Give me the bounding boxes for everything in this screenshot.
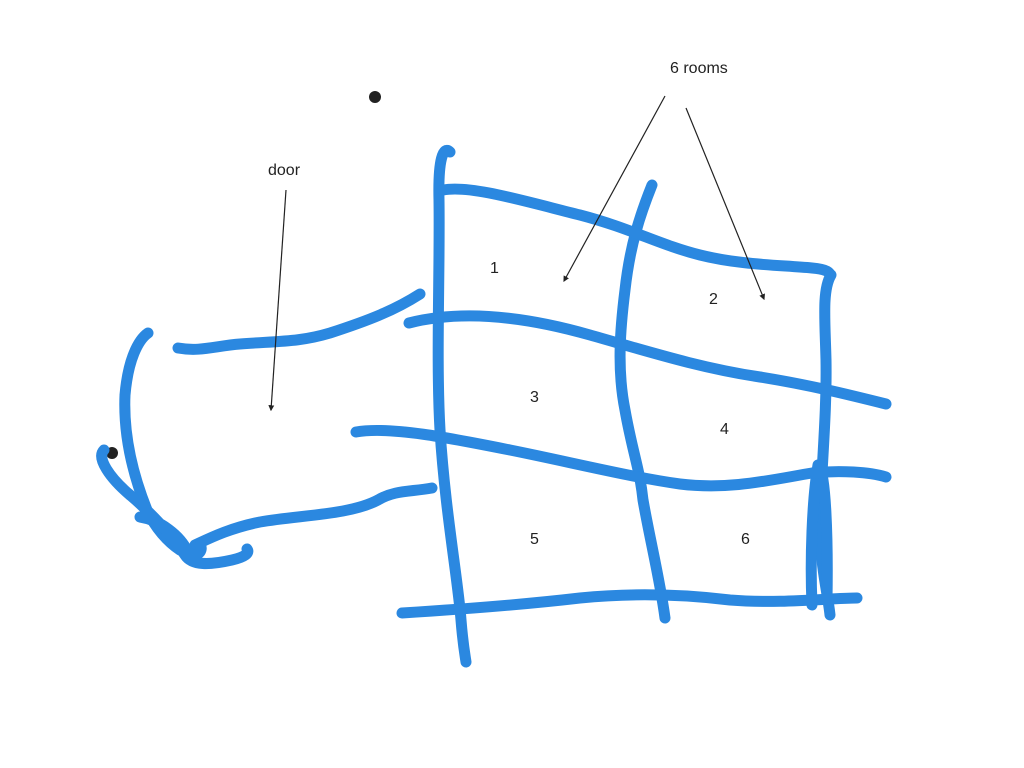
- room-label-2: 2: [709, 291, 718, 308]
- room-label-6: 6: [741, 531, 750, 548]
- middle-wall: [614, 179, 671, 624]
- room-label-1: 1: [490, 260, 499, 277]
- left-wall: [432, 144, 472, 668]
- room-label-4: 4: [720, 421, 729, 438]
- room-label-5: 5: [530, 531, 539, 548]
- top-wall: [437, 183, 836, 281]
- door-corridor-bottom: [189, 482, 438, 551]
- door-hinge-scribble: [96, 444, 254, 570]
- rooms-annotation: 6 rooms: [670, 60, 728, 77]
- bottom-wall: [396, 589, 863, 619]
- blue-strokes: [96, 144, 892, 668]
- row-divider-2: [350, 424, 892, 492]
- room-label-3: 3: [530, 389, 539, 406]
- ink-dot: [369, 91, 381, 103]
- row-divider-1: [403, 310, 892, 410]
- door-annotation: door: [268, 162, 301, 179]
- annotation-arrows: [268, 95, 765, 412]
- rooms-arrow-right: [685, 107, 765, 301]
- rooms-arrow-left: [563, 95, 666, 283]
- door-corridor-top: [172, 288, 426, 355]
- door-arrow: [268, 189, 287, 412]
